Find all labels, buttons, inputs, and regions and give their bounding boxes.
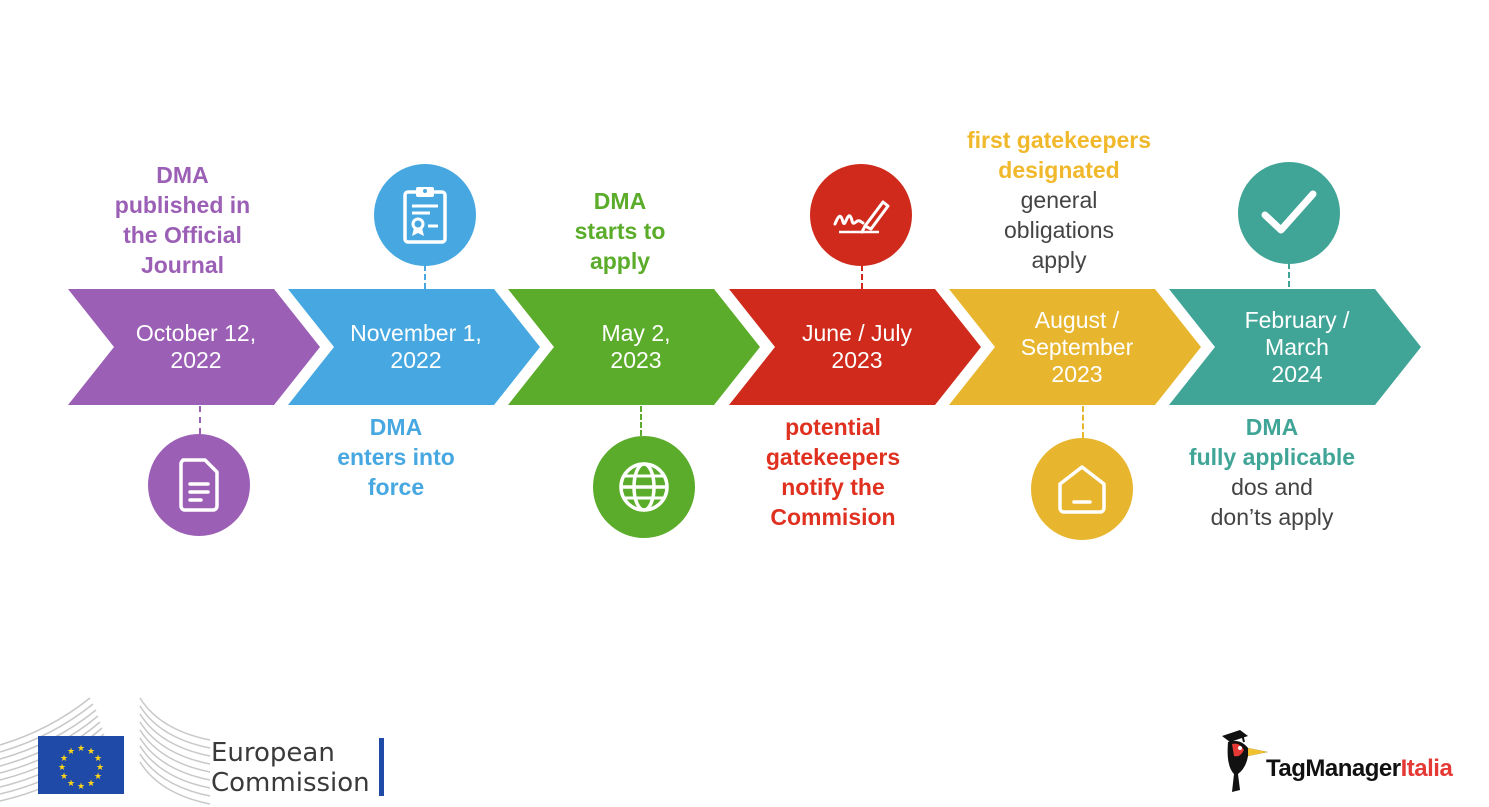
caption-headline: DMA starts to apply (574, 188, 666, 274)
caption-step-6: DMA fully applicable dos and don’ts appl… (1168, 412, 1376, 532)
svg-text:★: ★ (77, 744, 85, 754)
chevron-shape (1169, 289, 1421, 405)
caption-step-3: DMA starts to apply (530, 186, 710, 276)
step-date: June / July 2023 (802, 320, 912, 373)
timeline-step-5: August / September 2023 (949, 289, 1205, 405)
caption-step-1: DMA published in the Official Journal (80, 160, 285, 280)
caption-step-4: potential gatekeepers notify the Commisi… (728, 412, 938, 532)
connector-line (640, 406, 642, 436)
chevron-shape (68, 289, 320, 405)
european-commission-wordmark: European Commission (211, 738, 370, 798)
svg-text:★: ★ (60, 754, 68, 764)
connector-line (424, 265, 426, 289)
caption-headline: first gatekeepers designated (966, 127, 1152, 183)
svg-text:★: ★ (60, 772, 68, 782)
svg-text:★: ★ (94, 772, 102, 782)
european-commission-logo: ★★★★★★★★★★★★ (0, 697, 211, 805)
connector-line (199, 406, 201, 434)
timeline-step-1: October 12, 2022 (68, 289, 324, 405)
clipboard-certificate-icon (374, 164, 476, 266)
svg-text:★: ★ (87, 779, 95, 789)
svg-text:★: ★ (58, 763, 66, 773)
connector-line (1082, 406, 1084, 438)
chevron-shape (949, 289, 1201, 405)
chevron-shape (508, 289, 760, 405)
svg-text:★: ★ (77, 782, 85, 792)
signature-pen-icon (810, 164, 912, 266)
svg-text:★: ★ (96, 763, 104, 773)
home-icon (1031, 438, 1133, 540)
step-date: October 12, 2022 (135, 320, 257, 373)
caption-headline: potential gatekeepers notify the Commisi… (765, 414, 901, 530)
connector-line (1288, 263, 1290, 287)
step-date: February / March 2024 (1244, 306, 1350, 387)
svg-text:★: ★ (67, 747, 75, 757)
checkmark-icon (1238, 162, 1340, 264)
caption-subtext: dos and don’ts apply (1210, 474, 1334, 530)
chevron-shape (729, 289, 981, 405)
svg-text:★: ★ (94, 754, 102, 764)
caption-subtext: general obligations apply (1004, 187, 1114, 273)
timeline-step-6: February / March 2024 (1169, 289, 1425, 405)
connector-line (861, 265, 863, 289)
caption-headline: DMA fully applicable (1188, 414, 1356, 470)
timeline-step-2: November 1, 2022 (288, 289, 544, 405)
svg-text:★: ★ (87, 747, 95, 757)
caption-headline: DMA enters into force (337, 414, 455, 500)
ec-accent-bar (379, 738, 384, 796)
caption-step-2: DMA enters into force (300, 412, 492, 502)
step-date: May 2, 2023 (601, 320, 671, 373)
timeline-step-4: June / July 2023 (729, 289, 985, 405)
caption-headline: DMA published in the Official Journal (114, 162, 251, 278)
step-date: November 1, 2022 (350, 320, 482, 373)
woodpecker-mascot-icon (1222, 730, 1268, 792)
tagmanageritalia-wordmark: TagManagerItalia (1266, 755, 1453, 783)
brand-part-1: TagManager (1266, 755, 1401, 782)
svg-text:★: ★ (67, 779, 75, 789)
brand-part-2: Italia (1400, 755, 1453, 782)
caption-step-5: first gatekeepers designated general obl… (945, 125, 1173, 275)
chevron-shape (288, 289, 540, 405)
timeline-step-3: May 2, 2023 (508, 289, 764, 405)
document-icon (148, 434, 250, 536)
globe-icon (593, 436, 695, 538)
step-date: August / September 2023 (1020, 306, 1134, 387)
